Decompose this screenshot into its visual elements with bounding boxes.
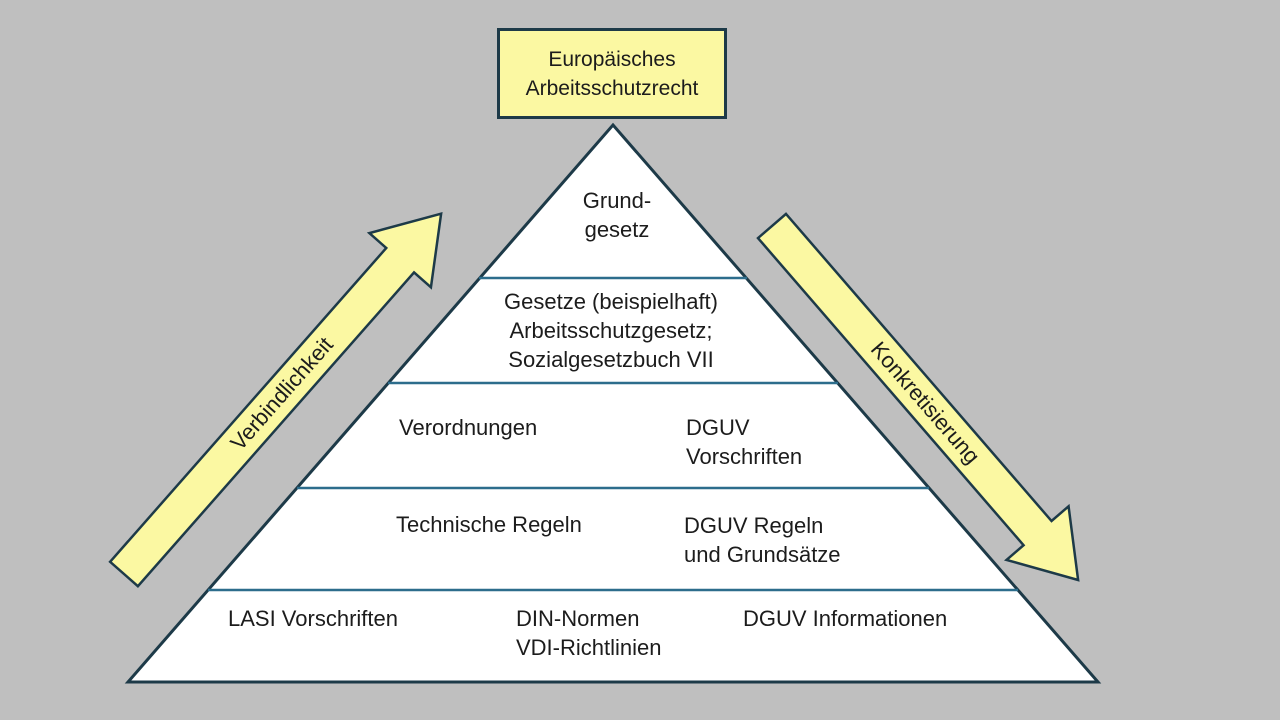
level-4-dguv-regeln-label: DGUV Regeln und Grundsätze <box>684 513 841 567</box>
verbindlichkeit-arrow <box>108 211 443 588</box>
down-arrow-icon <box>756 212 1080 582</box>
level-5-lasi-vorschriften-label: LASI Vorschriften <box>228 606 398 631</box>
konkretisierung-arrow <box>756 212 1080 582</box>
level-3-verordnungen-label: Verordnungen <box>399 415 538 440</box>
level-1-grundgesetz-label: Grund- gesetz <box>582 188 652 242</box>
level-4-technische-regeln-label: Technische Regeln <box>396 512 582 537</box>
level-3-dguv-vorschriften-label: DGUV Vorschriften <box>686 415 803 469</box>
top-box-european-law: Europäisches Arbeitsschutzrecht <box>497 28 727 119</box>
level-5-din-vdi-label: DIN-Normen VDI-Richtlinien <box>516 606 662 660</box>
pyramid-shape <box>124 122 1102 684</box>
level-5-dguv-informationen-label: DGUV Informationen <box>743 606 948 631</box>
level-2-gesetze-label: Gesetze (beispielhaft) Arbeitsschutzgese… <box>504 289 718 372</box>
up-arrow-icon <box>108 211 443 588</box>
